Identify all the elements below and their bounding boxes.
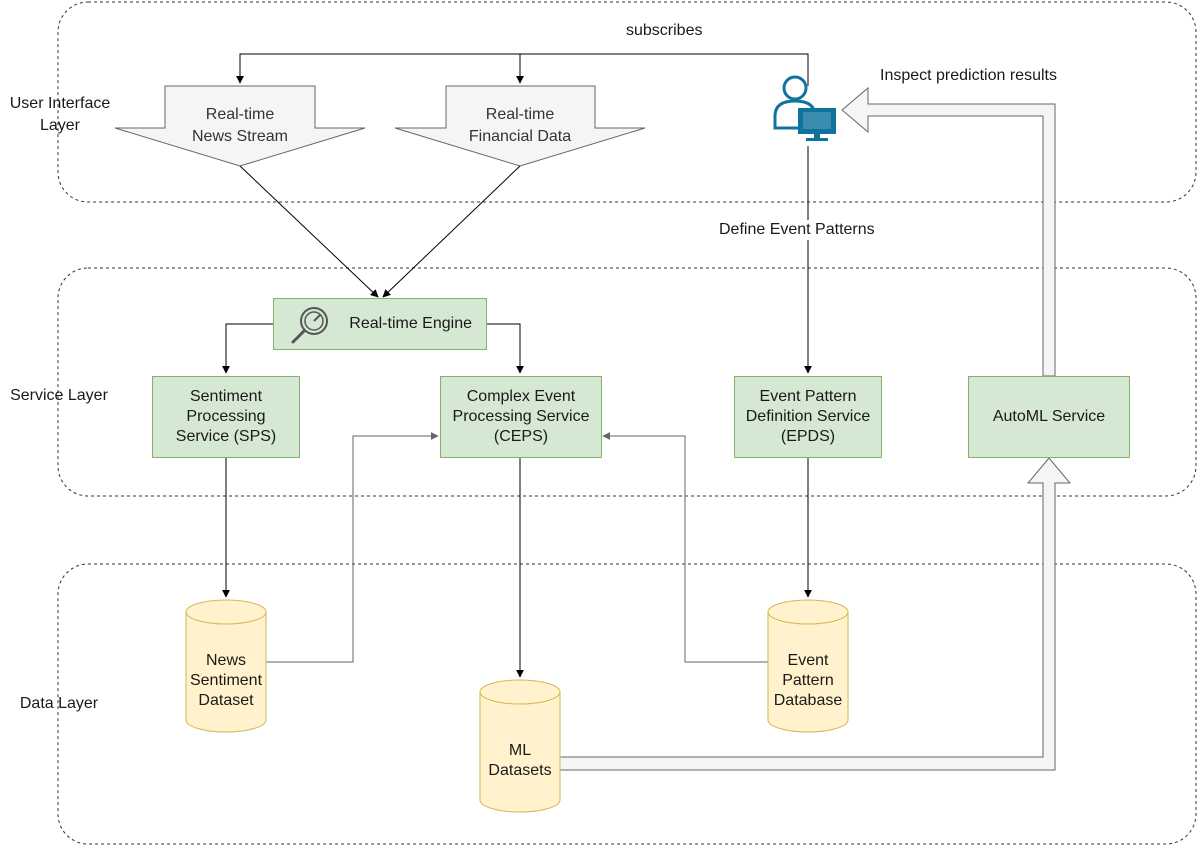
subscribes-label: subscribes [626, 22, 703, 39]
define-patterns-label: Define Event Patterns [719, 220, 875, 240]
automl-to-user-flow-arrow [841, 86, 1056, 377]
event-pattern-database-cylinder[interactable] [767, 599, 849, 733]
data-layer-label: Data Layer [19, 695, 99, 712]
engine-to-ceps-edge [487, 323, 524, 374]
user-with-monitor-icon[interactable] [773, 75, 836, 141]
news-sentiment-dataset-label: News Sentiment Dataset [189, 652, 263, 709]
news-dataset-to-ceps-edge [266, 432, 439, 663]
gauge-magnifier-icon [291, 307, 328, 344]
ui-layer-label: User Interface Layer [9, 95, 111, 134]
financial-stream-label: Real-time Financial Data [468, 106, 572, 145]
event-pattern-database-label: Event Pattern Database [773, 652, 843, 709]
automl-service-box[interactable]: AutoML Service [968, 376, 1130, 458]
subscribes-connector [236, 53, 809, 86]
financial-stream-shape [394, 85, 646, 167]
epds-service-box[interactable]: Event Pattern Definition Service (EPDS) [734, 376, 882, 458]
service-layer-container [57, 267, 1197, 497]
realtime-engine-box[interactable]: Real-time Engine [273, 298, 487, 350]
realtime-engine-label: Real-time Engine [349, 315, 472, 332]
news-to-engine-edge [239, 165, 379, 298]
sps-service-box[interactable]: Sentiment Processing Service (SPS) [152, 376, 300, 458]
engine-to-sps-edge [222, 323, 273, 374]
service-layer-label: Service Layer [10, 387, 108, 404]
news-stream-shape [114, 85, 366, 167]
news-stream-label: Real-time News Stream [191, 106, 289, 145]
news-sentiment-dataset-cylinder[interactable] [185, 599, 267, 733]
ui-layer-container [57, 1, 1197, 203]
ml-datasets-cylinder[interactable] [479, 679, 561, 813]
ml-datasets-label: ML Datasets [488, 742, 552, 779]
financial-to-engine-edge [382, 165, 521, 298]
ceps-service-box[interactable]: Complex Event Processing Service (CEPS) [440, 376, 602, 458]
ml-to-automl-flow-arrow [559, 457, 1072, 771]
inspect-results-label: Inspect prediction results [880, 67, 1057, 84]
pattern-db-to-ceps-edge [602, 432, 768, 663]
